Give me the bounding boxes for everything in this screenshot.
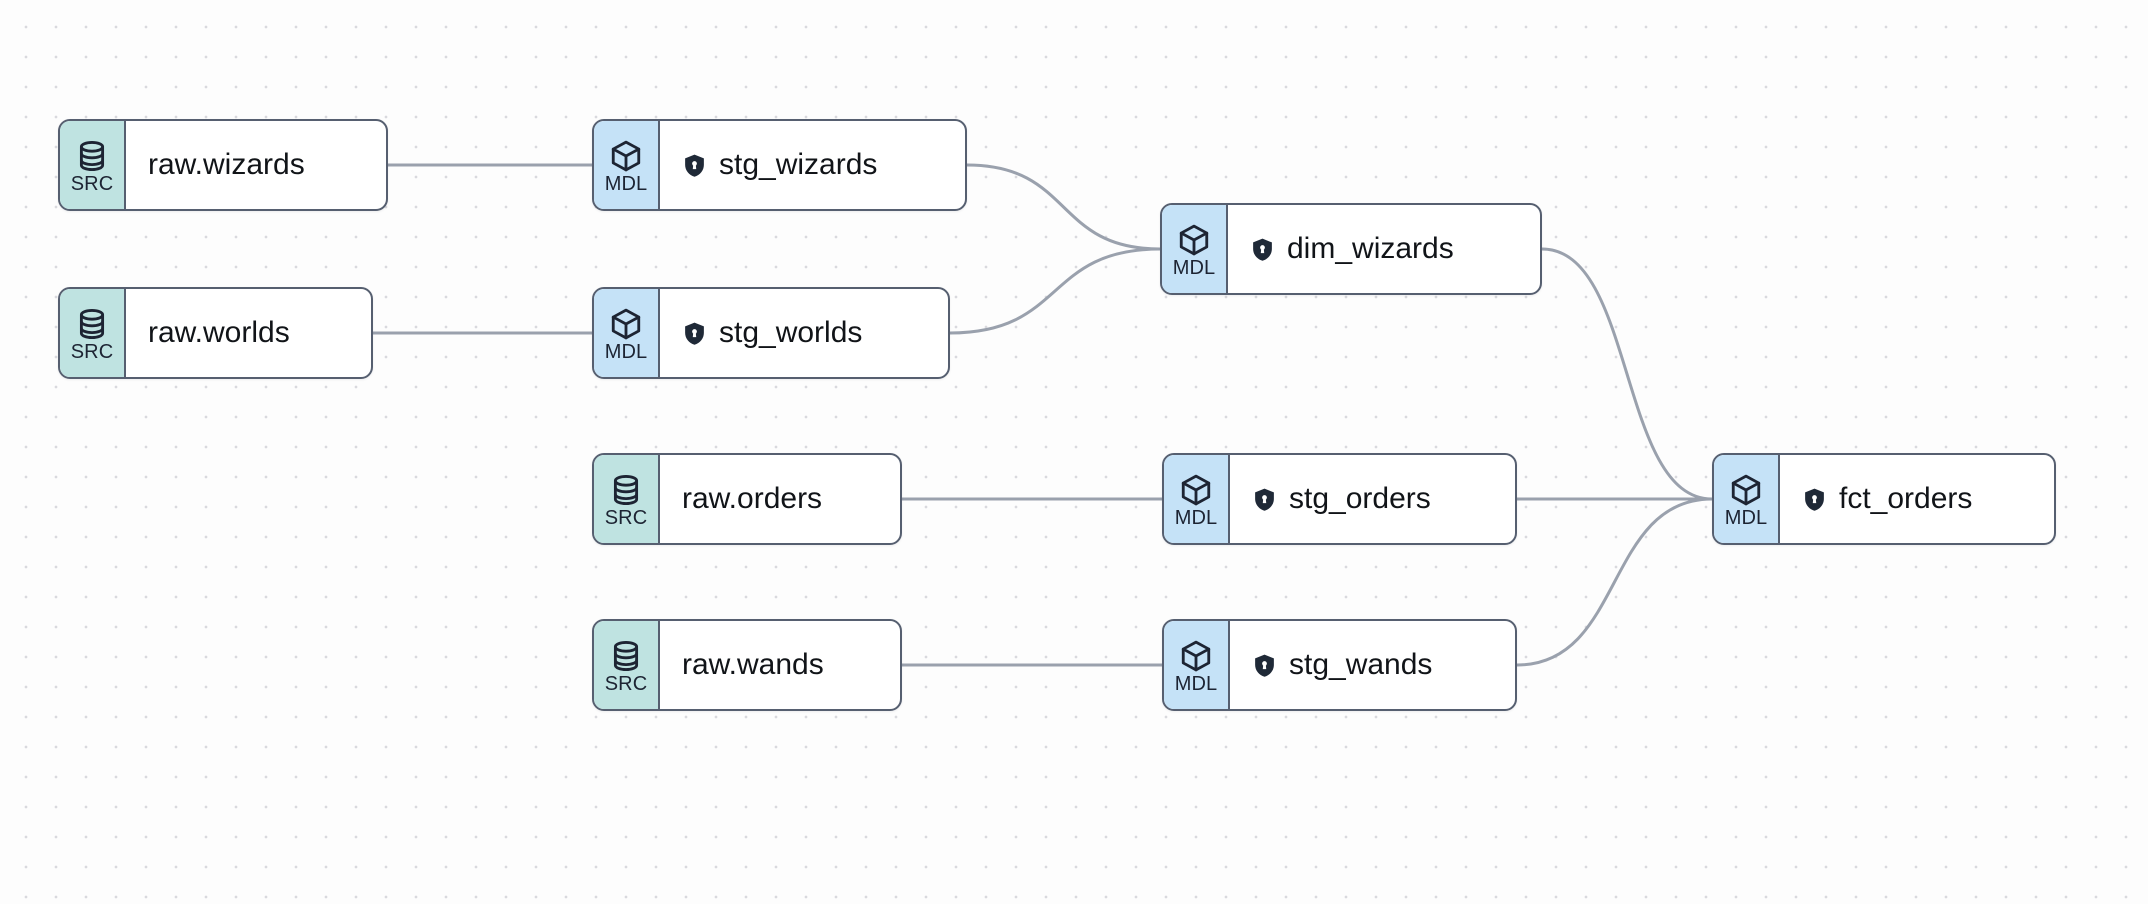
node-raw-orders[interactable]: SRC raw.orders	[592, 453, 902, 545]
shield-lock-icon	[682, 321, 707, 346]
node-dim-wizards[interactable]: MDL dim_wizards	[1160, 203, 1542, 295]
node-fct-orders[interactable]: MDL fct_orders	[1712, 453, 2056, 545]
node-type-badge: SRC	[594, 455, 660, 543]
node-body: raw.wizards	[126, 121, 386, 209]
node-body: stg_wands	[1230, 621, 1515, 709]
node-body: stg_wizards	[660, 121, 965, 209]
node-label: raw.wizards	[148, 148, 305, 181]
cube-icon	[1179, 639, 1213, 673]
node-type-badge: MDL	[1162, 205, 1228, 293]
node-type-badge: MDL	[594, 289, 660, 377]
node-body: stg_worlds	[660, 289, 948, 377]
node-type-label: MDL	[1174, 672, 1218, 695]
node-label: dim_wizards	[1287, 232, 1454, 265]
node-stg-worlds[interactable]: MDL stg_worlds	[592, 287, 950, 379]
node-raw-wizards[interactable]: SRC raw.wizards	[58, 119, 388, 211]
node-label: stg_worlds	[719, 316, 863, 349]
node-body: stg_orders	[1230, 455, 1515, 543]
node-body: fct_orders	[1780, 455, 2054, 543]
edge-stg-wizards-to-dim-wizards[interactable]	[965, 163, 1162, 251]
node-type-badge: MDL	[1714, 455, 1780, 543]
shield-lock-icon	[1250, 237, 1275, 262]
node-body: raw.wands	[660, 621, 900, 709]
node-type-label: MDL	[1174, 506, 1218, 529]
node-label: stg_wands	[1289, 648, 1433, 681]
node-type-badge: MDL	[594, 121, 660, 209]
node-type-badge: SRC	[60, 289, 126, 377]
node-type-label: SRC	[604, 506, 648, 529]
database-icon	[609, 639, 643, 673]
cube-icon	[1179, 473, 1213, 507]
node-label: stg_orders	[1289, 482, 1431, 515]
node-stg-wands[interactable]: MDL stg_wands	[1162, 619, 1517, 711]
node-type-label: SRC	[70, 172, 114, 195]
node-stg-wizards[interactable]: MDL stg_wizards	[592, 119, 967, 211]
node-type-label: MDL	[604, 172, 648, 195]
shield-lock-icon	[682, 153, 707, 178]
node-type-label: MDL	[1172, 256, 1216, 279]
node-type-label: MDL	[604, 340, 648, 363]
node-label: stg_wizards	[719, 148, 878, 181]
node-label: raw.orders	[682, 482, 823, 515]
cube-icon	[1177, 223, 1211, 257]
node-type-label: MDL	[1724, 506, 1768, 529]
shield-lock-icon	[1252, 487, 1277, 512]
database-icon	[75, 307, 109, 341]
node-body: raw.worlds	[126, 289, 371, 377]
node-type-label: SRC	[70, 340, 114, 363]
cube-icon	[609, 307, 643, 341]
node-type-label: SRC	[604, 672, 648, 695]
node-stg-orders[interactable]: MDL stg_orders	[1162, 453, 1517, 545]
database-icon	[75, 139, 109, 173]
node-label: raw.wands	[682, 648, 824, 681]
edge-dim-wizards-to-fct-orders[interactable]	[1540, 247, 1714, 501]
node-body: raw.orders	[660, 455, 900, 543]
node-type-badge: SRC	[60, 121, 126, 209]
node-type-badge: SRC	[594, 621, 660, 709]
node-body: dim_wizards	[1228, 205, 1540, 293]
database-icon	[609, 473, 643, 507]
node-label: fct_orders	[1839, 482, 1973, 515]
node-type-badge: MDL	[1164, 455, 1230, 543]
cube-icon	[609, 139, 643, 173]
edge-stg-worlds-to-dim-wizards[interactable]	[948, 247, 1162, 335]
node-raw-wands[interactable]: SRC raw.wands	[592, 619, 902, 711]
node-raw-worlds[interactable]: SRC raw.worlds	[58, 287, 373, 379]
edge-stg-wands-to-fct-orders[interactable]	[1515, 497, 1714, 667]
cube-icon	[1729, 473, 1763, 507]
shield-lock-icon	[1252, 653, 1277, 678]
node-type-badge: MDL	[1164, 621, 1230, 709]
shield-lock-icon	[1802, 487, 1827, 512]
node-label: raw.worlds	[148, 316, 290, 349]
